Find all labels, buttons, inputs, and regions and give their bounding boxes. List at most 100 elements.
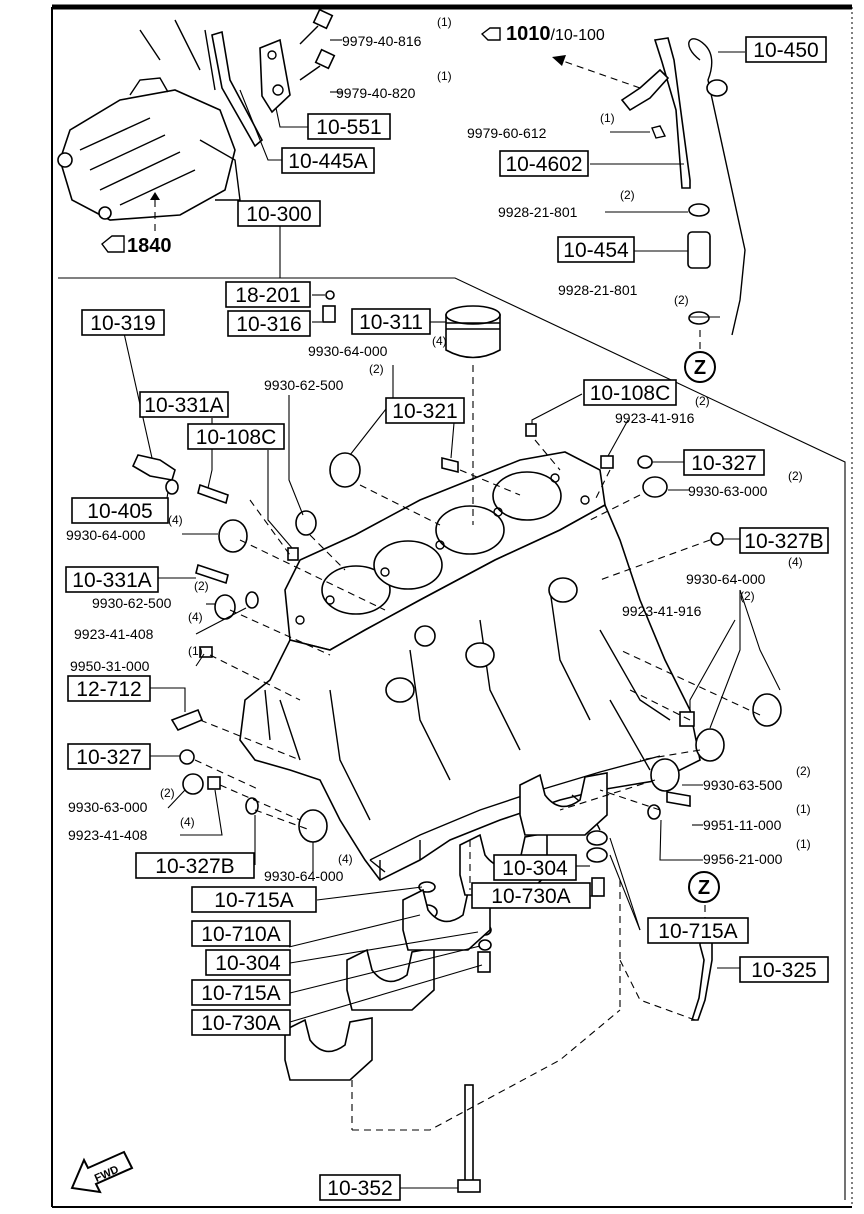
part-label-box: 10-321	[385, 397, 465, 424]
part-label-text: 10-551	[316, 116, 381, 139]
part-number-entry: 9956-21-000 (1)	[703, 837, 811, 867]
part-number-entry: 9923-41-408 (4)	[74, 610, 203, 642]
part-number-entry: 9928-21-801(2)	[498, 188, 635, 220]
quantity-text: (2)	[796, 764, 811, 778]
quantity-text: (2)	[620, 188, 635, 202]
part-label-text: 10-304	[502, 857, 568, 880]
part-number-entry: 9950-31-000 (1)	[70, 644, 203, 674]
part-label-text: 10-352	[327, 1177, 392, 1200]
part-number-text: 9950-31-000	[70, 658, 150, 674]
part-label-text: 12-712	[76, 678, 141, 701]
part-label-box: 10-319	[81, 309, 165, 336]
z-marker-bottom: Z	[688, 871, 720, 903]
bolt-illustration	[299, 8, 336, 81]
part-label-text: 10-108C	[590, 382, 671, 405]
part-label-text: 10-300	[246, 203, 311, 226]
part-label-text: 10-331A	[144, 394, 223, 417]
part-number-text: 9979-40-820	[336, 85, 416, 101]
part-number-entry: 9951-11-000 (1)	[703, 802, 811, 833]
part-label-box: 10-710A	[191, 920, 291, 947]
part-label-box: 10-405	[71, 497, 169, 524]
part-label-box: 10-715A	[191, 979, 291, 1006]
part-label-box: 10-316	[227, 310, 311, 337]
part-number-text: 9979-40-816	[342, 33, 422, 49]
quantity-text: (4)	[180, 815, 195, 829]
part-number-labels: 9979-40-816(1)9979-40-820(1)9979-60-612(…	[66, 15, 811, 884]
part-number-text: 9923-41-408	[74, 626, 154, 642]
part-number-entry: 9979-40-820 (1)	[336, 69, 452, 101]
page-frame	[51, 4, 853, 1208]
part-number-entry: 9923-41-916(2)	[615, 394, 710, 426]
svg-text:1010/10-100: 1010/10-100	[506, 23, 605, 45]
part-label-text: 10-454	[563, 239, 629, 262]
quantity-text: (2)	[369, 362, 384, 376]
part-label-text: 10-327	[691, 452, 756, 475]
reference-main: 1010	[506, 23, 551, 45]
part-number-entry: 9979-40-816 (1)	[342, 15, 452, 49]
quantity-text: (2)	[194, 579, 209, 593]
quantity-text: (2)	[788, 469, 803, 483]
part-number-text: 9930-63-000	[688, 483, 768, 499]
part-number-text: 9951-11-000	[703, 817, 782, 833]
part-number-entry: 9930-64-000(4)	[308, 334, 447, 359]
quantity-text: (4)	[338, 852, 353, 866]
quantity-text: (2)	[740, 589, 755, 603]
part-label-text: 10-450	[753, 39, 818, 62]
part-number-entry: 9930-64-000(4)	[264, 852, 353, 884]
part-label-box: 10-454	[557, 236, 635, 263]
part-number-text: 9930-62-500	[264, 377, 344, 393]
svg-text:Z: Z	[694, 357, 706, 379]
part-number-entry: 9928-21-801(2)	[558, 282, 689, 307]
part-number-entry: 9979-60-612(1)	[467, 111, 615, 141]
part-label-text: 10-715A	[201, 982, 280, 1005]
part-label-box: 10-445A	[281, 147, 375, 174]
part-label-text: 10-327B	[155, 855, 234, 878]
pointing-hand-icon	[101, 235, 125, 253]
part-label-text: 10-730A	[491, 885, 570, 908]
part-label-text: 10-321	[392, 400, 457, 423]
part-number-entry: 9930-62-500 (2)	[264, 362, 384, 393]
z-marker-top: Z	[684, 351, 716, 383]
part-label-text: 10-715A	[658, 920, 737, 943]
assembly-guides	[194, 439, 761, 1021]
quantity-text: (1)	[437, 15, 452, 29]
part-label-text: 10-730A	[201, 1012, 280, 1035]
part-number-entry: 9923-41-916(2)	[622, 589, 755, 619]
quantity-text: (1)	[796, 837, 811, 851]
part-label-box: 10-327	[683, 449, 765, 476]
part-number-entry: 9930-64-000(4)	[686, 555, 803, 587]
part-label-box: 10-551	[307, 113, 391, 140]
quantity-text: (1)	[600, 111, 615, 125]
bracket-illustration	[211, 30, 291, 148]
quantity-text: (4)	[188, 610, 203, 624]
part-label-box: 10-311	[351, 308, 431, 335]
part-number-entry: 9930-64-000(4)	[66, 513, 183, 543]
dipstick-illustration	[620, 37, 746, 336]
part-label-box: 10-304	[205, 949, 291, 976]
part-number-text: 9930-64-000	[308, 343, 388, 359]
part-number-entry: 9930-63-500(2)	[703, 764, 811, 793]
part-number-entry: 9930-63-000(2)	[68, 786, 175, 815]
part-label-text: 10-304	[215, 952, 281, 975]
quantity-text: (2)	[674, 293, 689, 307]
part-label-box: 10-304	[493, 854, 577, 881]
part-label-box: 10-715A	[647, 917, 749, 944]
fwd-arrow-icon: FWD	[70, 1150, 134, 1194]
part-label-text: 10-445A	[288, 150, 367, 173]
part-label-box: 18-201	[225, 281, 311, 308]
part-number-entry: 9930-63-000 (2)	[688, 469, 803, 499]
leader-lines	[123, 294, 781, 1189]
pointing-hand-icon	[480, 27, 501, 41]
part-label-box: 10-327	[67, 743, 151, 770]
reference-starter: 1840	[101, 235, 172, 257]
part-label-box: 12-712	[67, 675, 151, 702]
quantity-text: (1)	[437, 69, 452, 83]
block-small-parts	[131, 290, 782, 1021]
part-number-text: 9930-64-000	[66, 527, 146, 543]
part-label-text: 10-311	[359, 311, 423, 334]
part-number-text: 9956-21-000	[703, 851, 783, 867]
quantity-text: (1)	[188, 644, 203, 658]
part-number-text: 9923-41-408	[68, 827, 148, 843]
quantity-text: (1)	[796, 802, 811, 816]
